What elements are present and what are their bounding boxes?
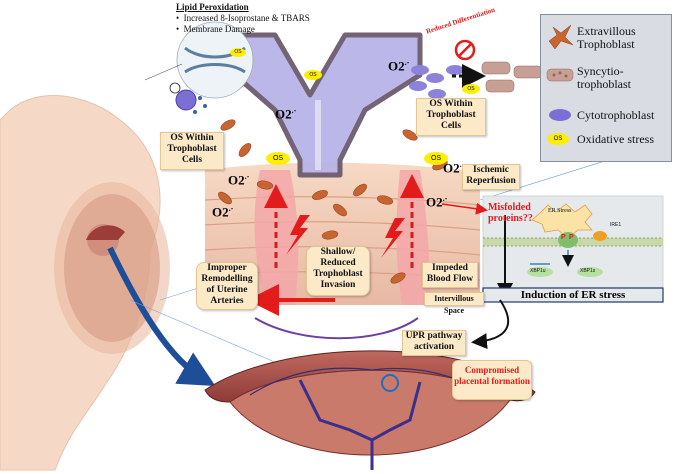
legend-label-syncytio: Syncytio-trophoblast (577, 64, 631, 91)
syncytio-cell-icon (546, 68, 574, 82)
os-badge-left: OS (266, 152, 290, 165)
os-badge-differentiation: OS (462, 84, 480, 94)
er-stress-burst-icon (531, 203, 593, 239)
placenta-mini (86, 225, 125, 240)
ire1-label: IRE1 (610, 222, 622, 228)
callout-intervillous: Intervillous Space (424, 292, 484, 315)
callout-ischemic: Ischemic Reperfusion (462, 164, 520, 190)
o2-radical-left-1: O2.- (228, 172, 250, 188)
callout-os-within-top: OS Within Trophoblast Cells (416, 98, 486, 136)
lipid-bullet-2: • Membrane Damage (176, 24, 255, 34)
differentiation-cells (409, 39, 543, 99)
legend-label-extravillous: Extravillous Trophoblast (577, 24, 636, 51)
callout-impeded: Impeded Blood Flow (422, 262, 478, 288)
phospho-label-1: P (561, 234, 566, 241)
o2-radical-top: O2.- (388, 58, 410, 74)
misfolded-proteins-label: Misfolded proteins?? (488, 202, 533, 224)
lipid-peroxidation-block: Lipid Peroxidation • Increased 8-Isopros… (176, 2, 310, 35)
lightning-bolt-right (381, 218, 405, 258)
zoom-focus-circle (381, 374, 399, 392)
legend-label-cytotrophoblast: Cytotrophoblast (577, 108, 655, 122)
os-badge-icon: OS (547, 133, 569, 145)
legend-label-oxidative: Oxidative stress (577, 132, 654, 146)
os-badge-inset: OS (230, 48, 246, 57)
os-badge-right: OS (424, 152, 448, 165)
lipid-title: Lipid Peroxidation (176, 2, 249, 12)
cytotrophoblast-cluster-topleft (175, 89, 207, 114)
fetus-shape (64, 194, 160, 342)
arrow-er-to-upr (471, 299, 510, 350)
callout-compromised: Compromised placental formation (452, 360, 532, 400)
callout-improper: Improper Remodelling of Uterine Arteries (196, 262, 258, 310)
extravillous-cell-icon (548, 24, 574, 50)
o2-radical-villus: O2.- (275, 106, 297, 122)
induction-er-stress-label: Induction of ER stress (520, 289, 626, 301)
prohibit-icon (454, 39, 476, 61)
phospho-label-2: P (569, 234, 574, 241)
o2-radical-left-2: O2.- (212, 204, 234, 220)
lightning-bolt-left (286, 215, 310, 255)
o2-radical-right-1: O2.- (443, 160, 464, 176)
er-stress-panel (482, 195, 664, 303)
callout-os-within-left: OS Within Trophoblast Cells (160, 132, 224, 170)
blue-zoom-arrow (107, 246, 216, 386)
callout-upr: UPR pathway activation (402, 330, 466, 356)
arrow-to-misfolded (441, 202, 488, 215)
er-stress-label: ER Stress (548, 208, 572, 214)
lipid-bullet-1: • Increased 8-Isoprostane & TBARS (176, 13, 310, 23)
legend-panel: Extravillous Trophoblast Syncytio-tropho… (540, 14, 672, 162)
o2-radical-right-2: O2.- (426, 194, 448, 210)
membrane-inset (144, 21, 254, 99)
xbp1u-label: XBP1u (530, 268, 546, 274)
blood-flow-curve (254, 317, 419, 340)
cytotrophoblast-cell-icon (549, 109, 571, 121)
xbp1s-label: XBP1s (580, 268, 596, 274)
callout-shallow: Shallow/ Reduced Trophoblast Invasion (306, 246, 370, 296)
os-badge-villus: OS (304, 70, 322, 80)
chorionic-villus (232, 32, 423, 178)
pregnant-woman-illustration (0, 95, 170, 471)
